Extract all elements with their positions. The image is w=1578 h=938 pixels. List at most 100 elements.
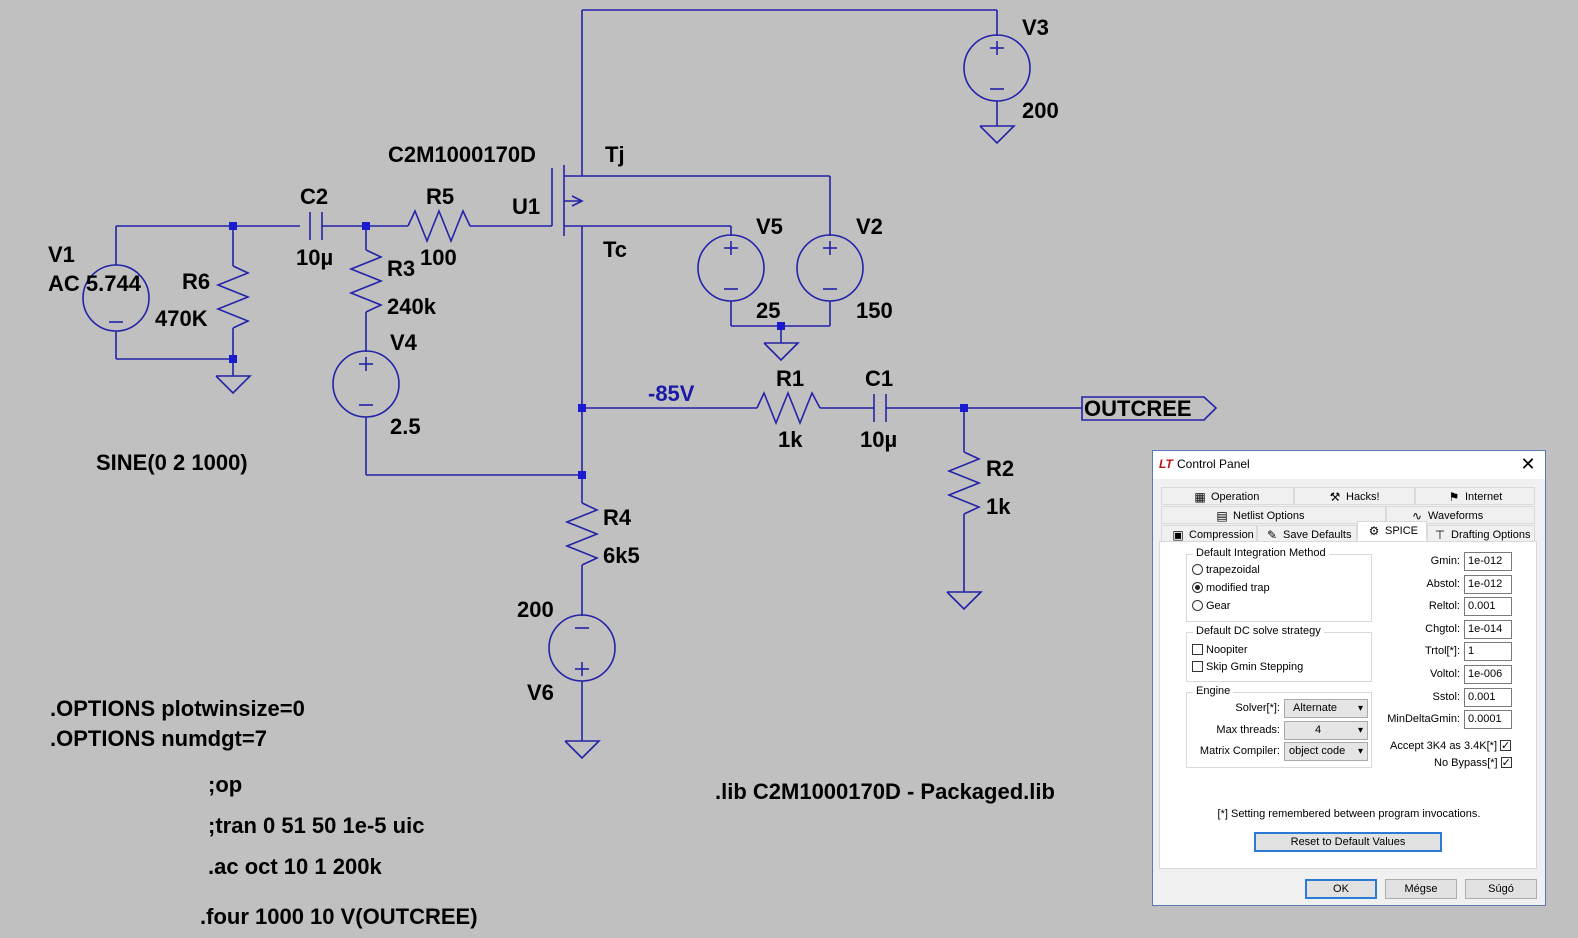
cancel-button[interactable]: Mégse [1385, 879, 1457, 899]
tab-label: SPICE [1385, 525, 1419, 537]
waveforms-icon: ∿ [1411, 509, 1423, 524]
internet-icon: ⚑ [1448, 490, 1460, 505]
checkbox-box [1192, 644, 1203, 655]
group-title: Default Integration Method [1193, 547, 1329, 559]
radio-trapezoidal[interactable]: trapezoidal [1192, 562, 1260, 578]
trtol-field[interactable]: 1 [1464, 642, 1512, 661]
dc-strategy-group: Default DC solve strategy [1186, 625, 1372, 682]
v6-name-label: V6 [527, 680, 554, 705]
tab-label: Internet [1465, 491, 1503, 503]
ok-button[interactable]: OK [1305, 879, 1377, 899]
c2-value-label: 10µ [296, 245, 333, 270]
r1-resistor[interactable] [756, 390, 874, 426]
help-button[interactable]: Súgó [1465, 879, 1537, 899]
checkbox-box-checked [1500, 738, 1512, 754]
v4-value-label: 2.5 [390, 414, 421, 439]
sstol-field[interactable]: 0.001 [1464, 688, 1512, 707]
v5-source[interactable] [697, 226, 765, 326]
directive-op[interactable]: ;op [208, 772, 242, 797]
tab-label: Drafting Options [1451, 529, 1531, 541]
threads-select[interactable]: 4▾ [1284, 721, 1368, 740]
r5-resistor[interactable] [407, 208, 552, 244]
chgtol-field[interactable]: 1e-014 [1464, 620, 1512, 639]
compiler-label: Matrix Compiler: [1199, 745, 1280, 757]
v2-source[interactable] [796, 176, 864, 326]
v3-source[interactable] [963, 10, 1031, 145]
v5-value-label: 25 [756, 298, 780, 323]
r4-name-label: R4 [603, 505, 632, 530]
dialog-title: Control Panel [1177, 457, 1250, 471]
v1-source[interactable] [82, 226, 150, 359]
checkbox-label: Skip Gmin Stepping [1206, 661, 1304, 673]
c1-value-label: 10µ [860, 427, 897, 452]
noopiter-checkbox[interactable]: Noopiter [1192, 642, 1248, 658]
r3-resistor[interactable] [348, 226, 384, 352]
control-panel-dialog[interactable]: LT Control Panel ✕ ▦Operation ⚒Hacks! ⚑ I… [1152, 450, 1546, 906]
skip-gmin-checkbox[interactable]: Skip Gmin Stepping [1192, 659, 1303, 675]
r4-resistor[interactable] [564, 475, 600, 616]
tab-netlist-options[interactable]: ▤Netlist Options [1161, 506, 1386, 524]
directive-options-numdgt[interactable]: .OPTIONS numdgt=7 [50, 726, 267, 751]
checkbox-box-checked [1500, 755, 1512, 771]
tab-label: Netlist Options [1233, 510, 1305, 522]
radio-label: modified trap [1206, 582, 1270, 594]
tab-spice[interactable]: ⚙SPICE [1357, 521, 1427, 541]
directive-options-plotwinsize[interactable]: .OPTIONS plotwinsize=0 [50, 696, 305, 721]
directive-tran[interactable]: ;tran 0 51 50 1e-5 uic [208, 813, 424, 838]
integration-method-group: Default Integration Method [1186, 547, 1372, 622]
directive-ac[interactable]: .ac oct 10 1 200k [208, 854, 382, 879]
v6-source[interactable] [548, 614, 616, 760]
outcree-port-label: OUTCREE [1084, 396, 1192, 421]
r6-resistor[interactable] [215, 226, 252, 395]
r2-value-label: 1k [986, 494, 1011, 519]
compiler-select[interactable]: object code▾ [1284, 742, 1368, 761]
v4-name-label: V4 [390, 330, 418, 355]
close-icon[interactable]: ✕ [1520, 454, 1536, 474]
tab-operation[interactable]: ▦Operation [1161, 487, 1294, 505]
operation-icon: ▦ [1194, 490, 1206, 505]
no-bypass-checkbox[interactable]: No Bypass[*] [1434, 755, 1515, 771]
r2-resistor[interactable] [946, 408, 983, 611]
c2-capacitor[interactable] [309, 212, 408, 240]
u1-model-label: C2M1000170D [388, 142, 536, 167]
gmin-field[interactable]: 1e-012 [1464, 552, 1512, 571]
v4-source[interactable] [332, 350, 582, 476]
checkbox-box [1192, 661, 1203, 672]
group-title: Engine [1193, 685, 1234, 697]
outcree-port[interactable]: OUTCREE [1081, 396, 1218, 421]
tab-internet[interactable]: ⚑ Internet [1415, 487, 1535, 505]
voltol-field[interactable]: 1e-006 [1464, 665, 1512, 684]
radio-circle [1192, 600, 1203, 611]
reset-defaults-button[interactable]: Reset to Default Values [1254, 832, 1442, 852]
reltol-field[interactable]: 0.001 [1464, 597, 1512, 616]
c1-capacitor[interactable] [873, 394, 1082, 422]
gmin-label: Gmin: [1430, 555, 1460, 567]
v6-value-label: 200 [517, 597, 554, 622]
checkbox-label: Accept 3K4 as 3.4K[*] [1390, 740, 1498, 752]
u1-mosfet[interactable] [551, 10, 830, 475]
mindeltagmin-field[interactable]: 0.0001 [1464, 710, 1512, 729]
chevron-down-icon: ▾ [1357, 725, 1363, 736]
tab-label: Waveforms [1428, 510, 1484, 522]
radio-modified-trap[interactable]: modified trap [1192, 580, 1270, 596]
directive-lib[interactable]: .lib C2M1000170D - Packaged.lib [715, 779, 1055, 804]
accept-3k4-checkbox[interactable]: Accept 3K4 as 3.4K[*] [1390, 738, 1514, 754]
tab-label: Hacks! [1346, 491, 1380, 503]
tab-waveforms[interactable]: ∿ Waveforms [1386, 506, 1535, 524]
directive-four[interactable]: .four 1000 10 V(OUTCREE) [200, 904, 478, 929]
dialog-titlebar[interactable]: LT Control Panel ✕ [1153, 451, 1545, 479]
v1-value-label: AC 5.744 [48, 271, 142, 296]
tab-save-defaults[interactable]: ✎Save Defaults [1257, 525, 1357, 543]
ltspice-logo-icon: LT [1159, 457, 1173, 471]
chevron-down-icon: ▾ [1357, 746, 1363, 757]
solver-select[interactable]: Alternate▾ [1284, 699, 1368, 718]
abstol-field[interactable]: 1e-012 [1464, 575, 1512, 594]
radio-gear[interactable]: Gear [1192, 598, 1230, 614]
c2-name-label: C2 [300, 184, 328, 209]
tab-hacks[interactable]: ⚒Hacks! [1294, 487, 1415, 505]
radio-circle [1192, 564, 1203, 575]
r5-name-label: R5 [426, 184, 454, 209]
u1-tc-label: Tc [603, 237, 627, 262]
trtol-label: Trtol[*]: [1424, 645, 1460, 657]
